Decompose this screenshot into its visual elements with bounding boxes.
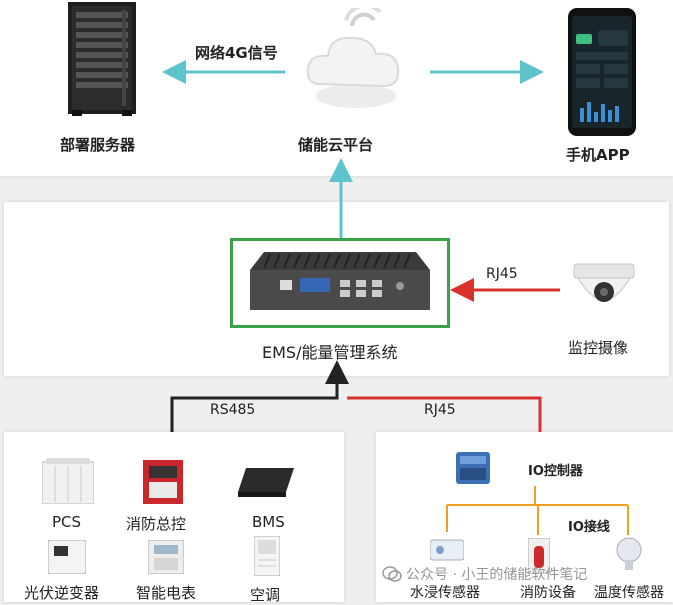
water-sensor-icon — [429, 534, 465, 564]
phone-app-label: 手机APP — [566, 146, 630, 164]
smart-meter-label: 智能电表 — [136, 584, 197, 602]
rj45-bus-line — [347, 396, 542, 432]
io-wiring-label: IO接线 — [568, 520, 610, 535]
camera-rj45-label: RJ45 — [486, 266, 518, 282]
ems-label: EMS/能量管理系统 — [262, 343, 398, 362]
aircon-label: 空调 — [250, 586, 281, 604]
pcs-label: PCS — [52, 513, 82, 531]
fire-control-label: 消防总控 — [126, 515, 187, 533]
mobile-phone-icon — [568, 8, 636, 136]
server-label: 部署服务器 — [60, 136, 136, 154]
pcs-cabinet-icon — [41, 458, 95, 505]
fire-equipment-label: 消防设备 — [520, 585, 576, 601]
cloud-platform-icon — [300, 3, 410, 112]
wechat-icon — [382, 566, 402, 582]
air-conditioner-icon — [253, 535, 281, 577]
pv-inverter-label: 光伏逆变器 — [24, 584, 100, 602]
network-signal-label: 网络4G信号 — [195, 44, 278, 62]
rs485-label: RS485 — [210, 402, 256, 418]
ems-industrial-pc-icon — [250, 252, 430, 314]
pv-inverter-icon — [47, 539, 87, 575]
fire-control-panel-icon — [143, 460, 183, 504]
watermark-text: 公众号 · 小王的储能软件笔记 — [406, 567, 588, 583]
bms-label: BMS — [252, 513, 285, 531]
rj45-bus-label: RJ45 — [424, 402, 456, 418]
io-controller-icon — [456, 452, 490, 484]
temperature-sensor-icon — [614, 536, 644, 570]
temp-sensor-label: 温度传感器 — [594, 585, 664, 601]
smart-meter-icon — [147, 539, 185, 575]
surveillance-camera-icon — [568, 262, 640, 318]
camera-label: 监控摄像 — [568, 339, 629, 357]
cloud-platform-label: 储能云平台 — [298, 136, 374, 154]
io-controller-label: IO控制器 — [528, 464, 583, 479]
water-sensor-label: 水浸传感器 — [410, 585, 480, 601]
server-rack-icon — [62, 2, 142, 116]
rs485-bus-line — [170, 360, 349, 432]
io-devices-panel — [376, 432, 673, 602]
bms-box-icon — [238, 468, 294, 498]
fire-equipment-icon — [527, 537, 551, 575]
